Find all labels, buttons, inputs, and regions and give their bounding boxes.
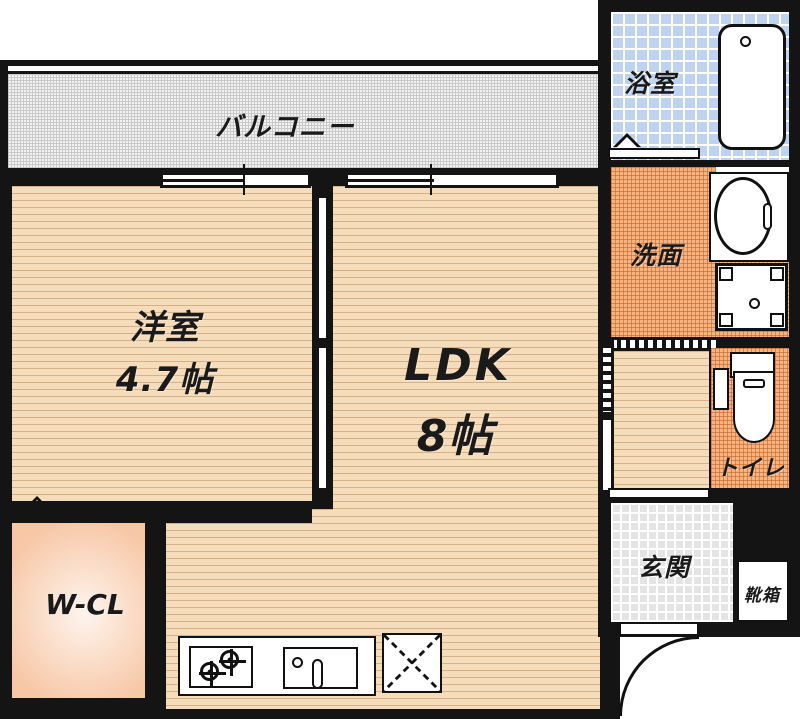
ldk-floor-join — [333, 494, 600, 514]
bathroom-door[interactable] — [608, 148, 700, 159]
toilet-seat-icon — [743, 379, 765, 388]
hall-genkan-door[interactable] — [608, 488, 710, 499]
washer-pan-foot-br — [770, 313, 784, 327]
sink-drain-icon — [292, 657, 303, 668]
hall-floor — [611, 351, 709, 488]
balcony-label: バルコニー — [215, 112, 355, 143]
gas-burner-front — [199, 661, 226, 688]
balcony-floor — [8, 74, 613, 168]
balcony-rail-gap — [8, 66, 613, 71]
gas-burner-back — [219, 649, 246, 676]
washitsu-sliding-door[interactable] — [316, 196, 329, 492]
refrigerator-cross-icon — [384, 635, 440, 691]
shoe-cabinet — [737, 560, 789, 622]
bathtub — [718, 24, 786, 150]
ldk-hall-sliding-door[interactable] — [600, 340, 614, 495]
washroom-upper-right-void — [716, 167, 789, 175]
bathroom-door-swing-icon-inner — [616, 137, 638, 148]
wcl-label: W-CL — [45, 588, 125, 621]
toilet-paper-holder — [713, 368, 729, 410]
sink-faucet-icon — [312, 659, 323, 689]
genkan-label: 玄関 — [638, 553, 691, 582]
washer-pan-drain-icon — [749, 298, 760, 309]
genkan-floor — [611, 503, 733, 622]
washroom-hall-door[interactable] — [605, 337, 720, 351]
wall-right-of-wcl — [145, 501, 166, 709]
balcony-window-right-tick — [430, 164, 432, 195]
washroom-label: 洗面 — [630, 241, 683, 270]
entrance-door-panel[interactable] — [619, 622, 699, 636]
washer-pan-foot-bl — [719, 313, 733, 327]
bathroom-label: 浴室 — [624, 69, 677, 98]
washitsu-label: 洋室 — [130, 308, 200, 348]
toilet-label: トイレ — [716, 456, 786, 481]
balcony-window-left[interactable] — [160, 172, 311, 188]
washbasin — [714, 177, 772, 255]
balcony-window-right[interactable] — [345, 172, 559, 188]
ldk-area: 8帖 — [416, 411, 494, 462]
shoebox-label: 靴箱 — [744, 586, 780, 606]
washer-pan-foot-tl — [719, 267, 733, 281]
ldk-label: LDK — [404, 340, 512, 391]
washitsu-area: 4.7帖 — [115, 360, 215, 400]
ldk-floor-upper — [333, 186, 600, 501]
refrigerator-space — [382, 633, 442, 693]
gas-stove[interactable] — [189, 646, 253, 688]
entrance-door-swing-arc — [619, 636, 699, 716]
toilet-bowl — [733, 371, 775, 443]
bathtub-drain-icon — [740, 36, 751, 47]
walk-in-closet — [12, 523, 157, 698]
balcony-window-left-tick — [243, 164, 245, 195]
washbasin-faucet-icon — [763, 203, 772, 230]
washer-pan-foot-tr — [770, 267, 784, 281]
washitsu-floor — [12, 186, 312, 501]
